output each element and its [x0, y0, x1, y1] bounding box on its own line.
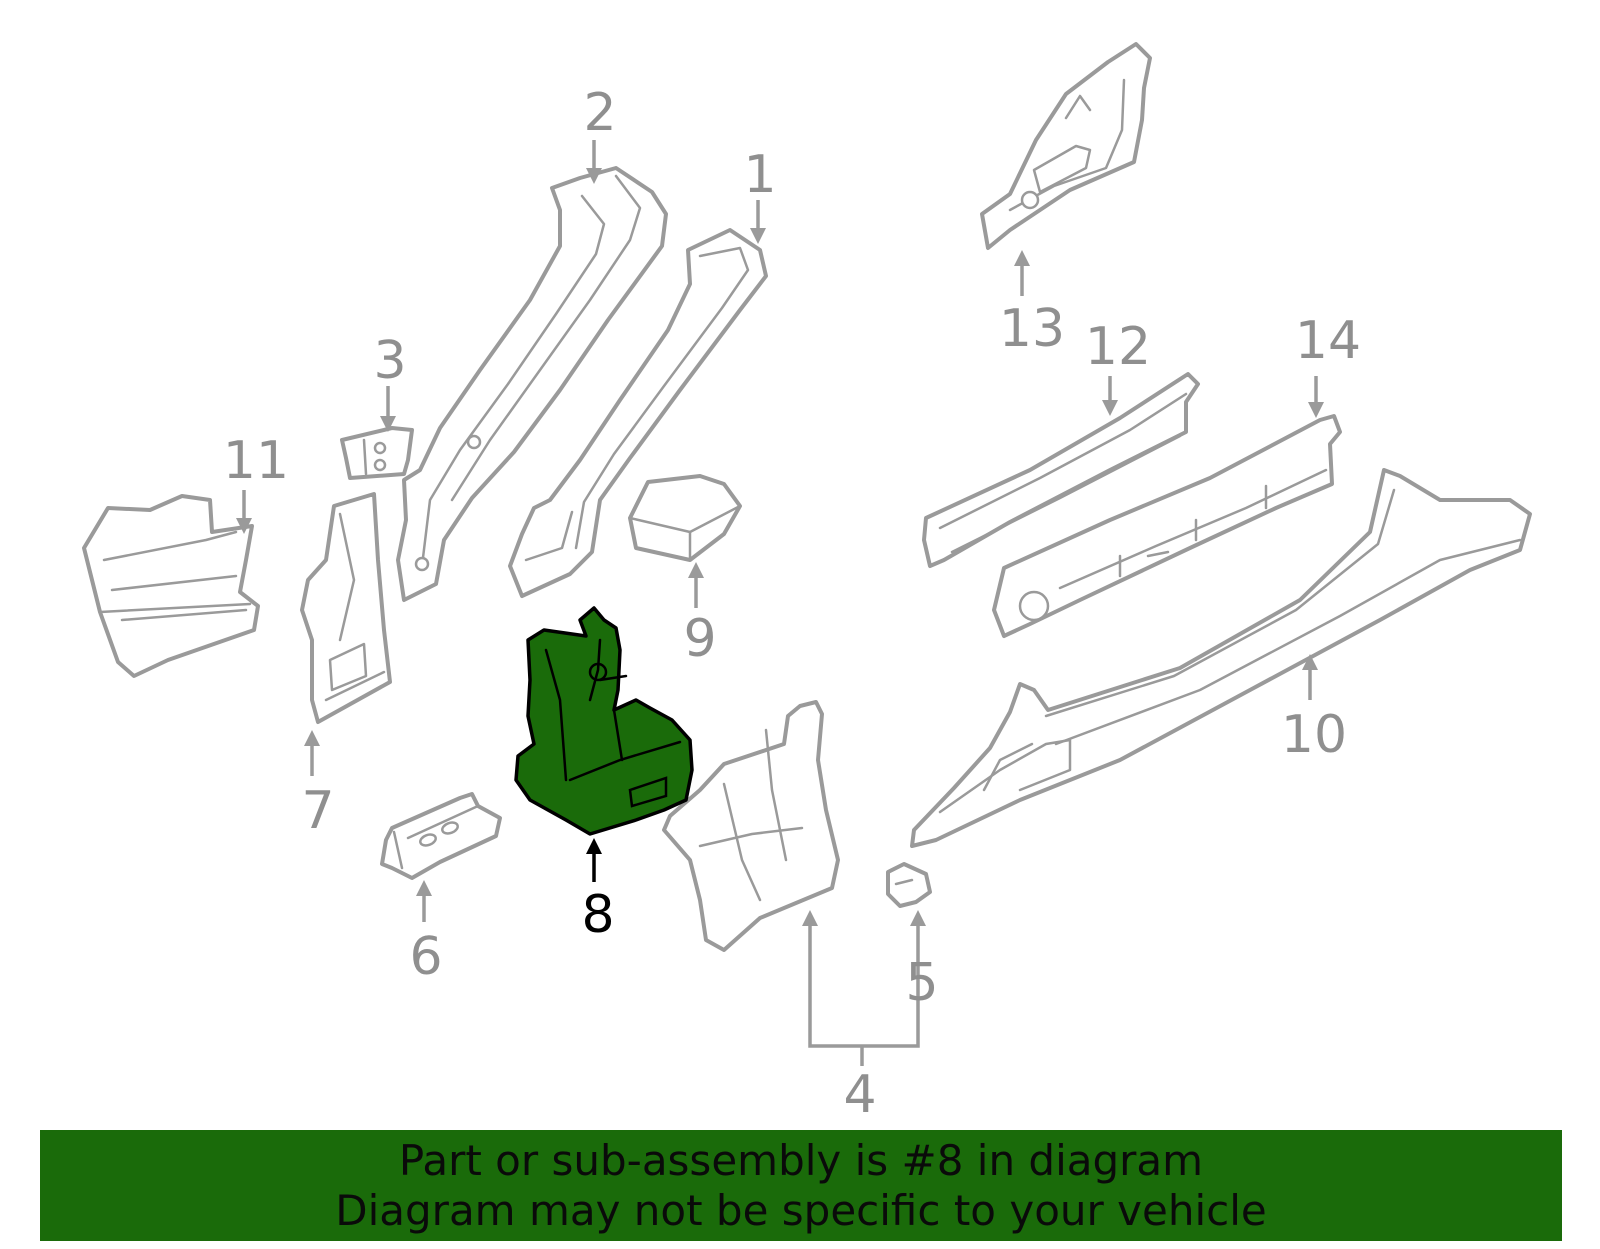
callout-2: 2	[583, 83, 616, 143]
part-14[interactable]	[992, 414, 1342, 638]
part-12[interactable]	[922, 372, 1200, 568]
part-13[interactable]	[980, 42, 1152, 250]
part-11[interactable]	[82, 494, 260, 678]
callout-5: 5	[905, 953, 938, 1013]
banner-line-disclaimer: Diagram may not be specific to your vehi…	[335, 1185, 1267, 1235]
callout-9: 9	[683, 609, 716, 669]
part-9[interactable]	[628, 474, 742, 562]
callout-3: 3	[373, 331, 406, 391]
part-8-highlighted[interactable]	[514, 606, 694, 836]
callout-10: 10	[1281, 705, 1347, 765]
part-3[interactable]	[340, 426, 414, 480]
callout-4: 4	[843, 1065, 876, 1125]
part-7[interactable]	[300, 492, 392, 724]
part-1[interactable]	[508, 228, 768, 598]
part-5[interactable]	[886, 862, 932, 908]
callout-6: 6	[409, 927, 442, 987]
part-10[interactable]	[910, 468, 1532, 848]
leader-lines	[236, 140, 1324, 1066]
part-4[interactable]	[662, 700, 840, 952]
part-2[interactable]	[396, 166, 668, 602]
banner-line-part: Part or sub-assembly is #8 in diagram	[398, 1135, 1204, 1185]
callout-11: 11	[223, 431, 289, 491]
callout-labels: 1 2 3 4 5 6 7 8 9 10 11 12 13 14	[223, 83, 1361, 1125]
callout-14: 14	[1295, 311, 1361, 371]
callout-7: 7	[301, 781, 334, 841]
info-banner: Part or sub-assembly is #8 in diagram Di…	[40, 1130, 1562, 1241]
callout-1: 1	[743, 145, 776, 205]
callout-13: 13	[999, 299, 1065, 359]
part-6[interactable]	[380, 792, 502, 880]
callout-8: 8	[581, 885, 614, 945]
callout-12: 12	[1085, 317, 1151, 377]
